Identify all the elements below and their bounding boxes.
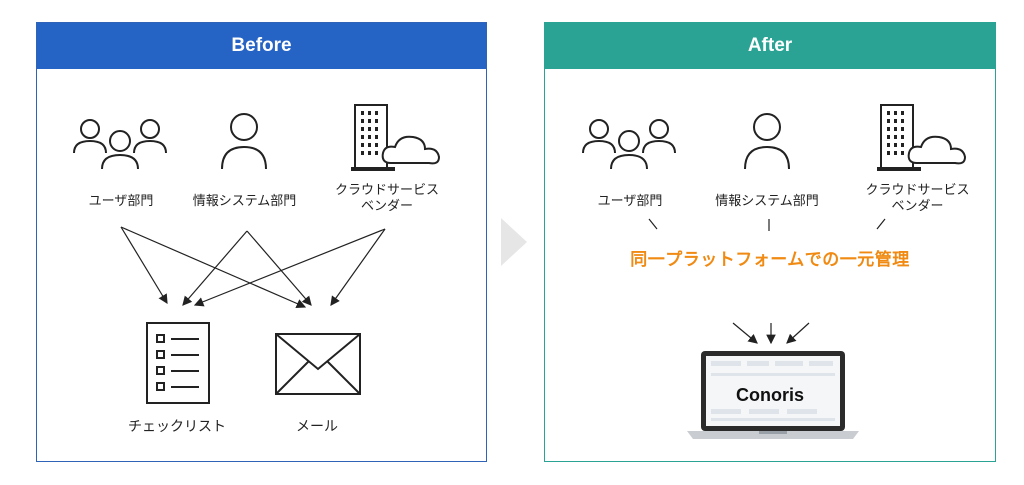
person-icon [221, 113, 267, 170]
after-header: After [545, 23, 995, 69]
product-name: Conoris [735, 385, 804, 405]
group-icon [73, 119, 167, 170]
after-panel: After ユーザ部門 [544, 22, 996, 462]
before-header: Before [37, 23, 486, 69]
before-arrows [120, 226, 386, 309]
before-label-is-dept: 情報システム部門 [192, 194, 297, 209]
after-label-user-dept: ユーザ部門 [597, 194, 663, 209]
before-label-vendor-2: ベンダー [360, 199, 413, 214]
checklist-icon [146, 322, 210, 404]
after-label-is-dept: 情報システム部門 [715, 194, 819, 209]
after-connectors [648, 218, 886, 345]
building-cloud-icon [351, 104, 441, 171]
after-body: ユーザ部門 情報システム部門 クラウドサービス ベンダー 同一プラットフォームで… [545, 69, 995, 461]
before-label-checklist: チェックリスト [128, 419, 226, 435]
before-body: ユーザ部門 情報システム部門 クラウドサービス ベンダー [37, 69, 486, 461]
envelope-icon [275, 333, 361, 395]
chevron-right-icon [501, 218, 527, 266]
before-label-user-dept: ユーザ部門 [88, 194, 154, 209]
before-panel: Before [36, 22, 487, 462]
group-icon [582, 119, 676, 170]
building-cloud-icon [877, 104, 967, 171]
before-label-mail: メール [296, 419, 338, 435]
after-label-vendor-2: ベンダー [891, 199, 944, 214]
laptop-icon [687, 351, 859, 439]
person-icon [744, 113, 790, 170]
after-headline: 同一プラットフォームでの一元管理 [630, 250, 910, 270]
before-label-vendor-1: クラウドサービス [334, 183, 439, 198]
after-label-vendor-1: クラウドサービス [865, 183, 970, 198]
